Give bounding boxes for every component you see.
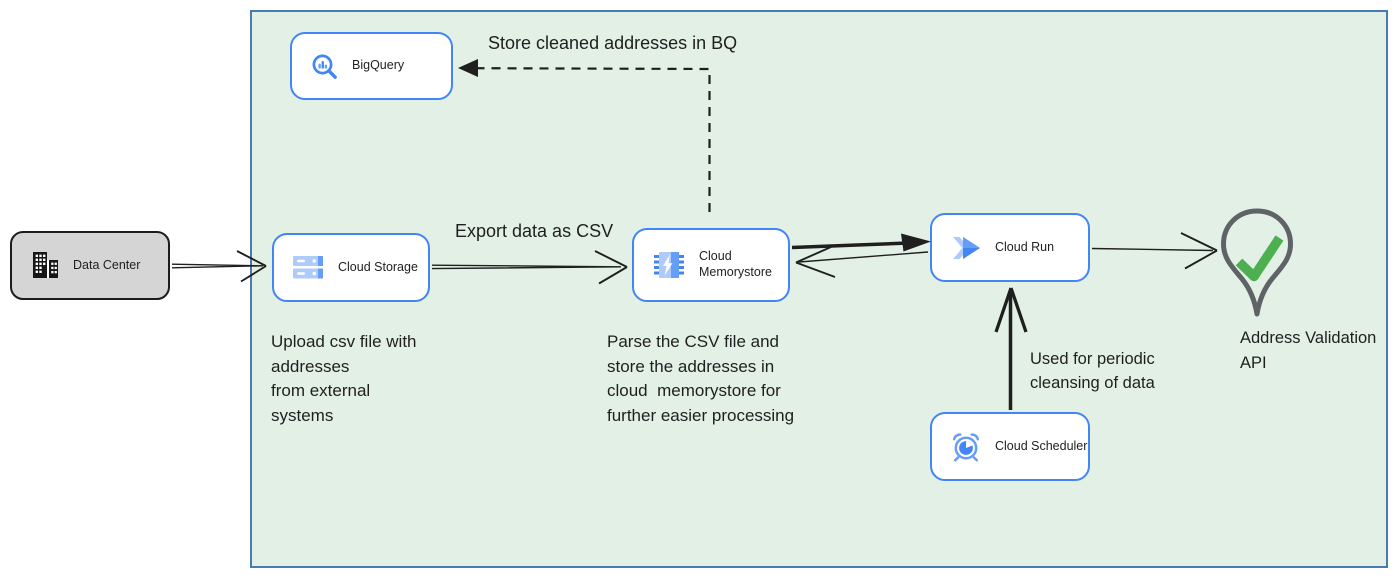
address-validation-pin[interactable] [1220, 207, 1294, 327]
building-icon [33, 252, 58, 278]
node-label-cloud-memorystore: Cloud Memorystore [699, 249, 772, 279]
node-data-center[interactable]: Data Center [10, 231, 170, 300]
memorystore-icon [654, 251, 684, 278]
node-label-cloud-storage: Cloud Storage [338, 259, 418, 274]
node-cloud-storage[interactable]: Cloud Storage [272, 233, 430, 302]
node-label-cloud-run: Cloud Run [995, 239, 1055, 254]
edge-label-export-csv: Export data as CSV [455, 221, 614, 241]
node-cloud-scheduler[interactable]: Cloud Scheduler [930, 412, 1090, 481]
node-cloud-memorystore[interactable]: Cloud Memorystore [632, 228, 790, 302]
annotation-parse-csv: Parse the CSV file and store the address… [607, 332, 795, 425]
gcp-boundary [250, 10, 1388, 568]
node-label-cloud-scheduler: Cloud Scheduler [995, 438, 1088, 453]
cloud-scheduler-icon [952, 432, 980, 462]
annotation-store-cleaned: Store cleaned addresses in BQ [488, 33, 738, 53]
checkmark-icon [1235, 235, 1284, 282]
annotation-upload-csv: Upload csv file with addresses from exte… [271, 332, 417, 425]
annotation-periodic-cleansing: Used for periodic cleansing of data [1030, 350, 1155, 392]
node-label-data-center: Data Center [73, 257, 141, 272]
node-cloud-run[interactable]: Cloud Run [930, 213, 1090, 282]
map-pin-icon [1221, 208, 1293, 317]
bigquery-icon [312, 54, 337, 79]
label-address-validation-api: Address Validation API [1240, 329, 1381, 372]
cloud-storage-icon [293, 256, 323, 279]
node-bigquery[interactable]: BigQuery [290, 32, 453, 100]
node-label-bigquery: BigQuery [352, 58, 405, 73]
cloud-run-icon [953, 236, 980, 259]
